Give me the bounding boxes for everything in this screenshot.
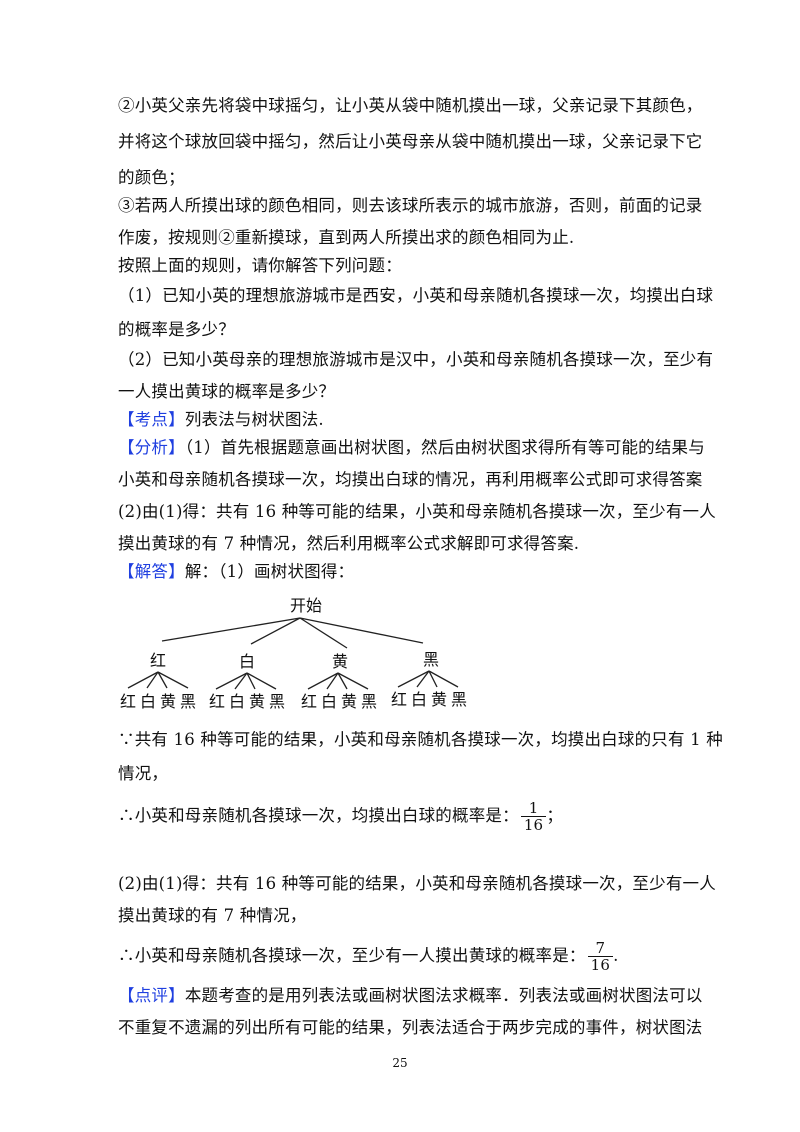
solution-2-text: ∴小英和母亲随机各摸球一次，至少有一人摸出黄球的概率是： — [118, 946, 586, 965]
instructions: 按照上面的规则，请你解答下列问题： — [118, 256, 402, 275]
leaf: 黑 — [269, 692, 285, 711]
rule-2-line-3: 的颜色； — [118, 168, 185, 187]
solution-2-line-1: (2)由(1)得：共有 16 种等可能的结果，小英和母亲随机各摸球一次，至少有一… — [118, 874, 716, 893]
question-1-line-1: （1）已知小英的理想旅游城市是西安，小英和母亲随机各摸球一次，均摸出白球 — [118, 286, 714, 305]
dianping-text: 本题考查的是用列表法或画树状图法求概率．列表法或画树状图法可以 — [184, 986, 703, 1005]
leaf: 黑 — [361, 692, 377, 711]
leaf: 白 — [140, 692, 156, 711]
page-number: 25 — [392, 1056, 408, 1070]
dianping-line-1: 【点评】本题考查的是用列表法或画树状图法求概率．列表法或画树状图法可以 — [118, 986, 703, 1006]
fenxi-tag: 【分析】 — [118, 438, 185, 457]
fenxi-line-4: 摸出黄球的有 7 种情况，然后利用概率公式求解即可求得答案. — [118, 534, 580, 553]
punctuation: ； — [546, 806, 564, 825]
leaf: 黄 — [249, 692, 265, 711]
rule-3-line-1: ③若两人所摸出球的颜色相同，则去该球所表示的城市旅游，否则，前面的记录 — [118, 196, 703, 215]
tree-node-red: 红 — [150, 651, 166, 670]
tree-node-yellow: 黄 — [332, 652, 348, 671]
tree-diagram: 开始 红 白 黄 黑 红 白 黄 黑 红 白 黄 黑 红 白 黄 黑 红 白 黄… — [120, 596, 467, 711]
question-2-line-1: （2）已知小英母亲的理想旅游城市是汉中，小英和母亲随机各摸球一次，至少有 — [118, 350, 714, 369]
fenxi-line-3: (2)由(1)得：共有 16 种等可能的结果，小英和母亲随机各摸球一次，至少有一… — [118, 502, 716, 521]
fraction-numerator: 7 — [595, 939, 606, 957]
leaf: 黄 — [341, 692, 357, 711]
leaf: 黑 — [180, 692, 196, 711]
rule-2-line-1: ②小英父亲先将袋中球摇匀，让小英从袋中随机摸出一球，父亲记录下其颜色， — [118, 96, 703, 115]
tree-node-black: 黑 — [423, 650, 439, 669]
rule-2-line-2: 并将这个球放回袋中摇匀，然后让小英母亲从袋中随机摸出一球，父亲记录下它 — [118, 132, 703, 151]
jieda-tag: 【解答】 — [118, 562, 185, 581]
punctuation: . — [613, 946, 619, 965]
kaodian-section: 【考点】列表法与树状图法. — [118, 410, 324, 430]
tree-level2: 红 白 黄 黑 红 白 黄 黑 红 白 黄 黑 红 白 黄 黑 — [120, 690, 467, 711]
solution-1-text: ∴小英和母亲随机各摸球一次，均摸出白球的概率是： — [118, 806, 519, 825]
jieda-text: 解：（1）画树状图得： — [184, 562, 355, 581]
fraction-numerator: 1 — [528, 799, 539, 817]
fenxi-line-2: 小英和母亲随机各摸球一次，均摸出白球的情况，再利用概率公式即可求得答案 — [118, 470, 703, 489]
kaodian-text: 列表法与树状图法. — [184, 410, 324, 429]
question-1-line-2: 的概率是多少？ — [118, 320, 235, 339]
leaf: 红 — [391, 690, 407, 709]
solution-1-line-2: 情况， — [118, 764, 169, 783]
leaf: 红 — [301, 692, 317, 711]
leaf: 黄 — [431, 690, 447, 709]
fenxi-line-1: 【分析】（1）首先根据题意画出树状图，然后由树状图求得所有等可能的结果与 — [118, 438, 705, 458]
fraction-denominator: 16 — [520, 816, 547, 833]
tree-level1: 红 白 黄 黑 — [150, 650, 439, 671]
kaodian-tag: 【考点】 — [118, 410, 185, 429]
leaf: 白 — [411, 690, 427, 709]
leaf: 黑 — [451, 690, 467, 709]
tree-edges — [127, 617, 459, 690]
leaf: 白 — [229, 692, 245, 711]
rule-3-line-2: 作废，按规则②重新摸球，直到两人所摸出求的颜色相同为止. — [118, 228, 575, 247]
solution-1-line-1: ∵共有 16 种等可能的结果，小英和母亲随机各摸球一次，均摸出白球的只有 1 种 — [118, 730, 723, 749]
leaf: 白 — [321, 692, 337, 711]
question-2-line-2: 一人摸出黄球的概率是多少？ — [118, 382, 336, 401]
leaf: 红 — [209, 692, 225, 711]
dianping-tag: 【点评】 — [118, 986, 185, 1005]
jieda-section: 【解答】解：（1）画树状图得： — [118, 562, 354, 582]
tree-node-white: 白 — [239, 652, 255, 671]
fraction-denominator: 16 — [587, 956, 614, 973]
solution-2-line-2: 摸出黄球的有 7 种情况， — [118, 906, 307, 925]
fenxi-text: （1）首先根据题意画出树状图，然后由树状图求得所有等可能的结果与 — [184, 438, 705, 457]
leaf: 红 — [120, 692, 136, 711]
leaf: 黄 — [160, 692, 176, 711]
tree-root-label: 开始 — [290, 596, 322, 615]
dianping-line-2: 不重复不遗漏的列出所有可能的结果，列表法适合于两步完成的事件，树状图法 — [118, 1018, 703, 1037]
